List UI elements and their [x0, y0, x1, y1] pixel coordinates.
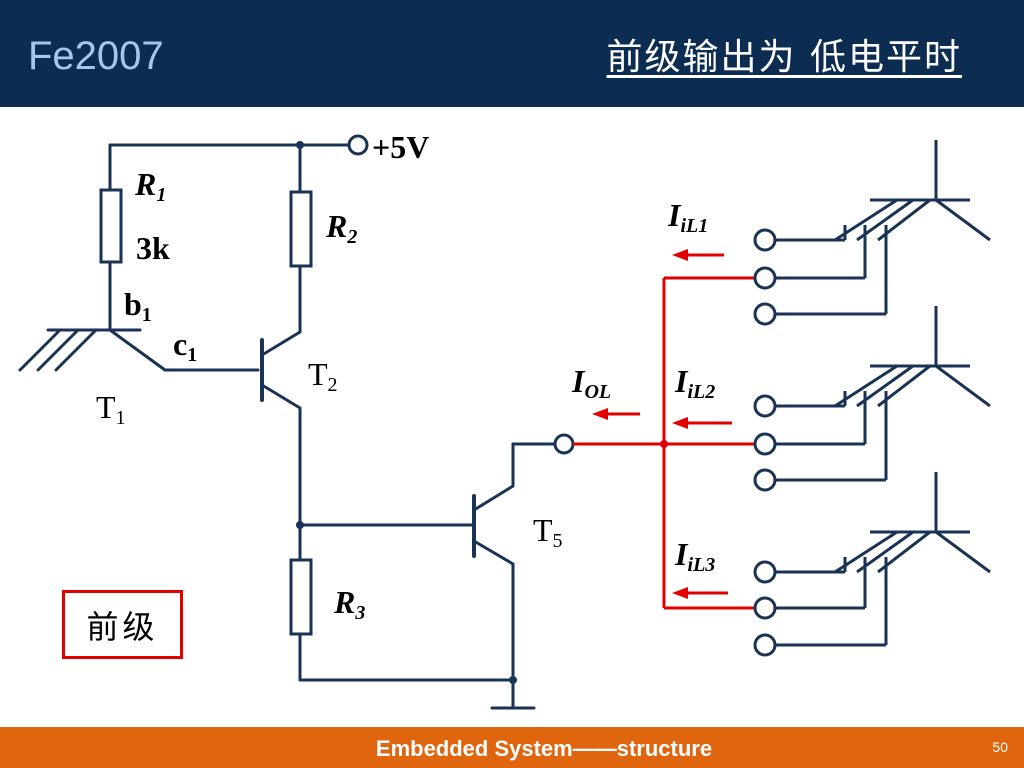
iol-label: I: [571, 363, 586, 399]
r1-value: 3k: [136, 230, 170, 266]
svg-text:IiL3: IiL3: [674, 536, 715, 576]
iil2-sub: iL2: [687, 381, 715, 403]
t5-sub: 5: [553, 530, 563, 552]
svg-text:R3: R3: [333, 584, 365, 624]
footer-title: Embedded System——structure: [375, 736, 713, 761]
t1-label: T: [96, 389, 116, 425]
c1-sub: 1: [187, 344, 197, 366]
svg-text:IiL2: IiL2: [674, 363, 715, 403]
page-number: 50: [992, 739, 1008, 755]
svg-text:IOL: IOL: [571, 363, 611, 403]
t2-sub: 2: [328, 374, 338, 396]
b1-sub: 1: [142, 304, 152, 326]
slide-title: 前级输出为 低电平时: [606, 37, 962, 78]
footer-bar: Embedded System——structure 50: [0, 727, 1024, 768]
iol-sub: OL: [584, 381, 611, 403]
svg-text:IiL1: IiL1: [667, 197, 708, 237]
r3-label: R: [333, 584, 355, 620]
iil2-label: I: [674, 363, 689, 399]
previous-stage-box: 前级: [62, 590, 183, 659]
svg-text:T5: T5: [533, 512, 563, 552]
r2-sub: 2: [346, 226, 357, 248]
t1-sub: 1: [116, 407, 126, 429]
r3-sub: 3: [354, 602, 365, 624]
svg-text:R2: R2: [325, 208, 357, 248]
header-bar: Fe2007 前级输出为 低电平时: [0, 0, 1024, 107]
iil3-sub: iL3: [687, 554, 715, 576]
r1-sub: 1: [156, 184, 166, 206]
iil3-label: I: [674, 536, 689, 572]
r2-label: R: [325, 208, 347, 244]
svg-text:b1: b1: [124, 286, 152, 326]
iil1-label: I: [667, 197, 682, 233]
brand-label: Fe2007: [28, 34, 164, 78]
iil1-sub: iL1: [680, 215, 708, 237]
supply-label: +5V: [372, 129, 429, 165]
b1-label: b: [124, 286, 142, 322]
r1-label: R: [134, 166, 156, 202]
load-gate-1: [753, 140, 991, 326]
load-gate-2: [753, 306, 991, 492]
svg-text:R1: R1: [134, 166, 166, 206]
svg-text:c1: c1: [173, 326, 197, 366]
t5-label: T: [533, 512, 553, 548]
load-gate-3: [753, 472, 991, 657]
t2-label: T: [308, 356, 328, 392]
svg-text:T1: T1: [96, 389, 126, 429]
svg-text:T2: T2: [308, 356, 338, 396]
c1-label: c: [173, 326, 187, 362]
